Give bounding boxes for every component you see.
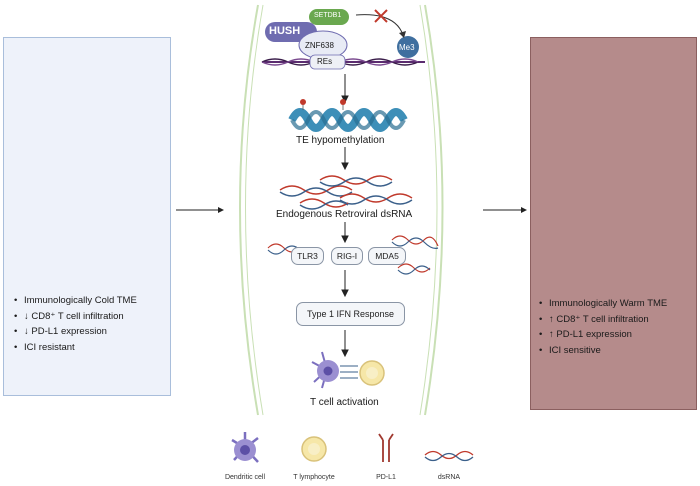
legend-pd-l1-icon <box>378 433 394 462</box>
ifn-response-box: Type 1 IFN Response <box>296 302 405 326</box>
dsrna-label: Endogenous Retroviral dsRNA <box>276 209 413 220</box>
te-helix <box>288 99 408 132</box>
sensor-dsrna <box>267 235 439 275</box>
legend-t-lymphocyte-icon <box>301 436 327 462</box>
legend-pd-l1-label: PD-L1 <box>376 474 396 481</box>
legend-t-lymphocyte-label: T lymphocyte <box>293 474 335 481</box>
cold-tme-bullet-list: Immunologically Cold TME ↓ CD8⁺ T cell i… <box>14 293 137 355</box>
warm-tme-bullet-list: Immunologically Warm TME ↑ CD8⁺ T cell i… <box>539 296 667 358</box>
arrow-left-to-center <box>176 207 224 213</box>
arrow-center-to-right <box>483 207 527 213</box>
setdb1-label: SETDB1 <box>314 12 342 19</box>
flow-arrows <box>341 74 349 358</box>
warm-bullet: Immunologically Warm TME <box>539 296 667 312</box>
cold-bullet: Immunologically Cold TME <box>14 293 137 309</box>
tcell-activation-illustration <box>311 351 385 389</box>
right-divider-curve-inner <box>419 4 438 416</box>
cold-tme-panel: Immunologically Cold TME ↓ CD8⁺ T cell i… <box>3 37 171 396</box>
warm-bullet: ICI sensitive <box>539 343 667 359</box>
cold-bullet: ↓ PD-L1 expression <box>14 324 137 340</box>
legend-dsrna-label: dsRNA <box>437 474 461 481</box>
tcell-activation-label: T cell activation <box>310 397 379 408</box>
warm-bullet: ↑ PD-L1 expression <box>539 327 667 343</box>
legend-dendritic-label: Dendritic cell <box>224 474 266 481</box>
cold-bullet: ↓ CD8⁺ T cell infiltration <box>14 309 137 325</box>
mda5-box: MDA5 <box>368 247 406 265</box>
cold-bullet: ICI resistant <box>14 340 137 356</box>
dsrna-cluster <box>279 175 413 210</box>
warm-bullet: ↑ CD8⁺ T cell infiltration <box>539 312 667 328</box>
hush-complex <box>261 9 425 70</box>
tlr3-box: TLR3 <box>291 247 324 265</box>
warm-tme-panel: Immunologically Warm TME ↑ CD8⁺ T cell i… <box>530 37 697 410</box>
te-hypomethylation-label: TE hypomethylation <box>296 135 385 146</box>
rig-i-box: RIG-I <box>331 247 363 265</box>
res-label: REs <box>317 57 333 66</box>
me3-label: Me3 <box>399 43 415 52</box>
hush-label: HUSH <box>269 25 301 37</box>
legend-dendritic-icon <box>231 432 259 463</box>
right-divider-curve <box>424 4 444 416</box>
left-divider-curve <box>239 4 259 416</box>
znf638-label: ZNF638 <box>305 41 334 50</box>
legend-dsrna-icon <box>424 450 474 462</box>
left-divider-curve-inner <box>245 4 264 416</box>
